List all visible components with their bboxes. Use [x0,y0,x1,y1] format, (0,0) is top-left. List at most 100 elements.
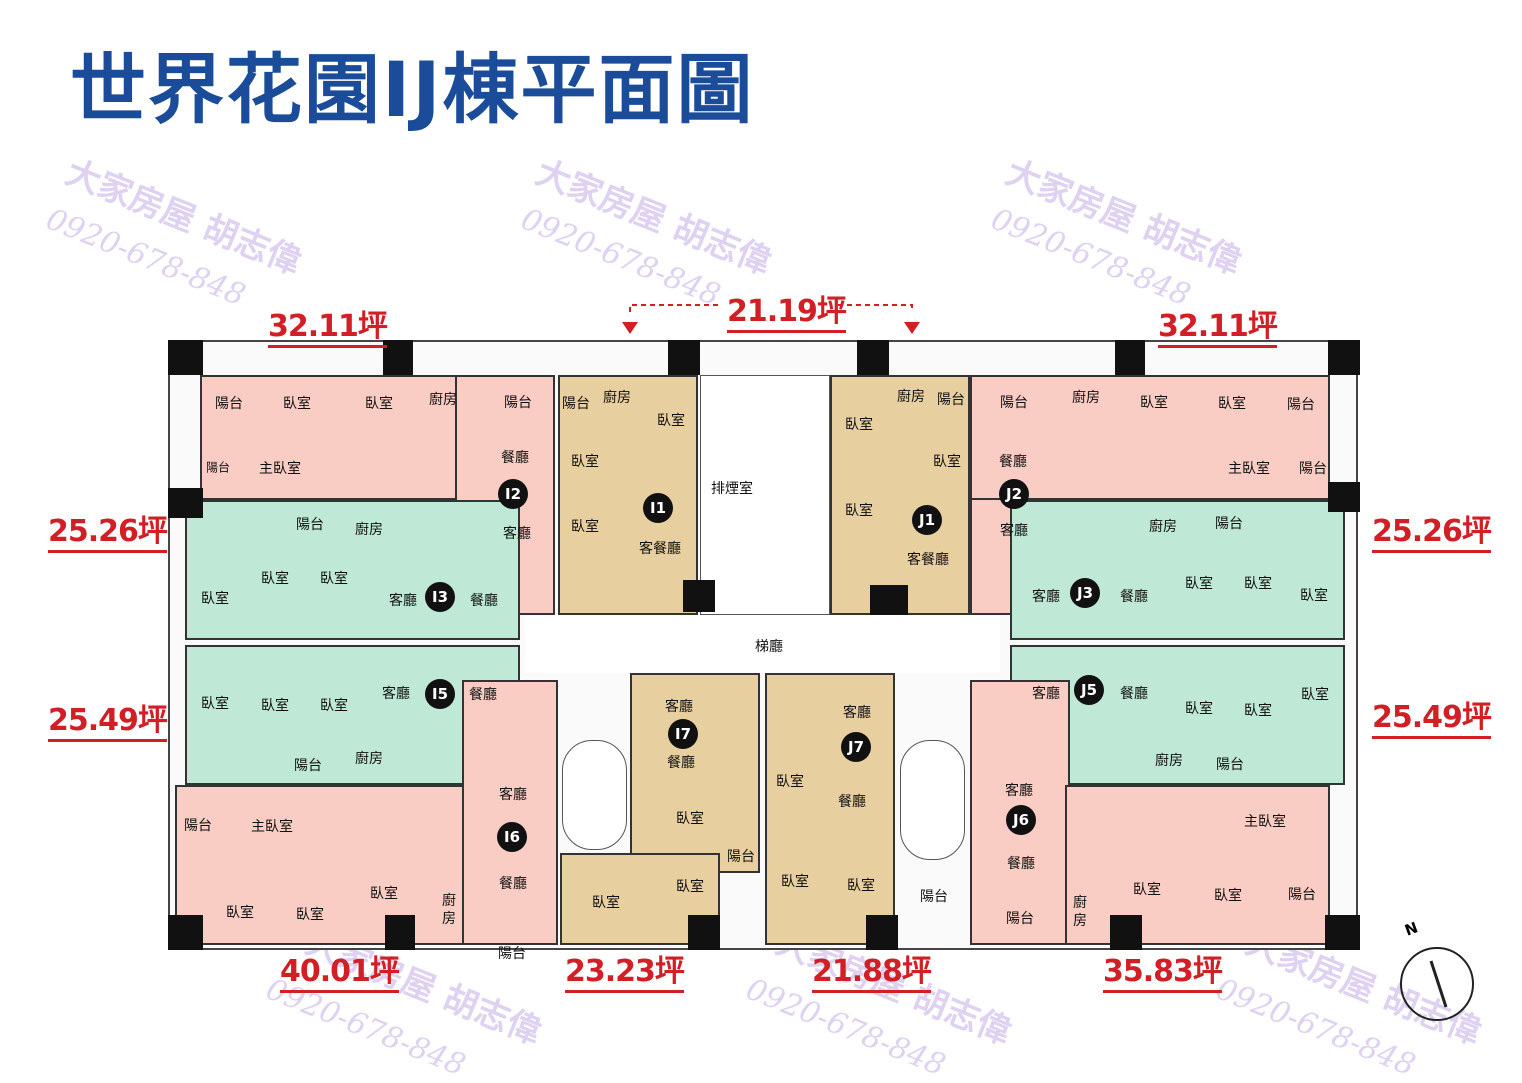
pillar [1110,915,1142,950]
room-label: 臥室 [201,696,229,712]
room-label: 陽台 [294,758,322,774]
room-label: 陽台 [1216,757,1244,773]
room-label: 陽台 [727,849,755,865]
unit-badge-j2: J2 [999,479,1029,509]
room-label: 臥室 [365,396,393,412]
area-label-j2: 32.11坪 [1158,312,1278,348]
unit-badge-j6: J6 [1006,805,1036,835]
unit-j3 [1010,500,1345,640]
pillar [1328,482,1360,512]
room-label: 臥室 [845,417,873,433]
room-label: 餐廳 [838,794,866,810]
room-label: 臥室 [296,907,324,923]
room-label: 陽台 [205,460,231,475]
pillar [1325,915,1360,950]
unit-j2 [970,375,1330,500]
unit-badge-j5: J5 [1074,675,1104,705]
room-label: 餐廳 [999,454,1027,470]
pillar [385,915,415,950]
room-label: 臥室 [283,396,311,412]
room-label: 臥室 [1185,576,1213,592]
room-label: 客廳 [382,686,410,702]
room-label: 陽台 [920,889,948,905]
room-label: 廚房 [429,392,457,408]
unit-badge-j7: J7 [841,732,871,762]
room-label: 臥室 [1244,703,1272,719]
room-label: 主臥室 [251,819,293,835]
unit-j1 [830,375,970,615]
unit-badge-i5: I5 [425,679,455,709]
room-label: 陽台 [1000,395,1028,411]
room-label: 臥室 [571,519,599,535]
room-label: 客廳 [1000,523,1028,539]
unit-i6 [175,785,465,945]
unit-i6-living [462,680,558,945]
pillar [870,585,908,615]
room-label: 客廳 [1005,783,1033,799]
room-label: 陽台 [184,818,212,834]
area-label-j7: 21.88坪 [812,957,932,993]
pillar [1328,340,1360,375]
room-label: 餐廳 [1120,589,1148,605]
pillar [668,340,700,375]
area-label-center-top: 21.19坪 [727,297,847,333]
room-label: 臥室 [676,811,704,827]
pillar [683,580,715,612]
compass [1400,947,1474,1021]
pillar [857,340,889,375]
pillar [168,915,203,950]
unit-badge-i2: I2 [498,479,528,509]
room-label: 陽台 [1215,516,1243,532]
room-label: 陽台 [1288,887,1316,903]
compass-needle-icon [1429,960,1448,1008]
room-label: 餐廳 [469,687,497,703]
unit-i1 [558,375,698,615]
elevator-lobby [525,615,1000,673]
room-label: 陽台 [498,946,526,962]
room-label: 臥室 [370,886,398,902]
room-label: 陽台 [1287,397,1315,413]
unit-i3 [185,500,520,640]
room-label: 餐廳 [499,876,527,892]
unit-i7 [630,673,760,873]
room-label: 陽台 [1299,461,1327,477]
room-label: 廚房 [897,389,925,405]
room-label: 臥室 [776,774,804,790]
room-label: 臥室 [845,503,873,519]
room-label: 廚房 [1155,753,1183,769]
room-label: 廚房 [1073,894,1087,929]
room-label: 臥室 [1214,888,1242,904]
room-label: 餐廳 [470,593,498,609]
unit-badge-i6: I6 [497,822,527,852]
page-title: 世界花園IJ棟平面圖 [70,45,755,134]
room-label: 臥室 [1133,882,1161,898]
room-label: 主臥室 [1228,461,1270,477]
room-label: 廚房 [355,751,383,767]
pillar [168,340,203,375]
room-label: 臥室 [1244,576,1272,592]
room-label: 廚房 [1072,390,1100,406]
room-label: 臥室 [261,698,289,714]
room-label: 臥室 [1218,396,1246,412]
pillar [168,488,203,518]
room-label: 陽台 [296,517,324,533]
pillar [688,915,720,950]
room-label: 陽台 [562,396,590,412]
area-label-j6: 35.83坪 [1103,957,1223,993]
room-label: 客廳 [843,705,871,721]
room-label: 梯廳 [755,639,783,655]
room-label: 臥室 [320,698,348,714]
room-label: 臥室 [781,874,809,890]
room-label: 客廳 [665,699,693,715]
unit-badge-i1: I1 [643,493,673,523]
pillar [383,340,413,375]
room-label: 廚房 [1149,519,1177,535]
room-label: 臥室 [676,879,704,895]
room-label: 臥室 [1300,588,1328,604]
room-label: 臥室 [571,454,599,470]
area-label-j5: 25.49坪 [1372,703,1492,739]
room-label: 客廳 [1032,686,1060,702]
unit-badge-j3: J3 [1070,578,1100,608]
unit-badge-i3: I3 [425,582,455,612]
